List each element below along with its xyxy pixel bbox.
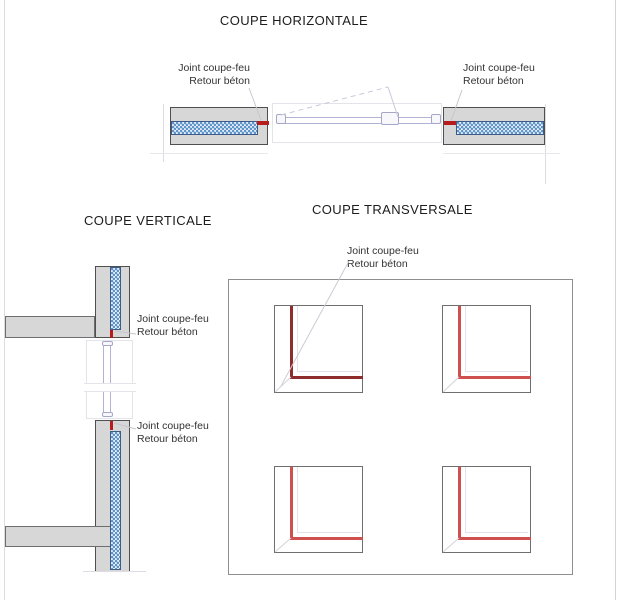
window-bay-top-right bbox=[442, 305, 531, 393]
construction-line bbox=[163, 104, 164, 162]
insulation-upper bbox=[110, 267, 121, 330]
annotation-vertical-upper: Joint coupe-feu Retour béton bbox=[137, 313, 209, 338]
fire-joint-vertical bbox=[458, 306, 461, 378]
fire-joint-horizontal bbox=[290, 537, 363, 540]
window-frame-plan bbox=[279, 117, 436, 124]
annotation-line: Joint coupe-feu bbox=[347, 245, 419, 257]
transversal-section-title: COUPE TRANSVERSALE bbox=[312, 202, 473, 217]
offset-line bbox=[465, 306, 466, 372]
offset-line bbox=[297, 532, 360, 533]
offset-line bbox=[297, 467, 298, 533]
window-bay-top-left bbox=[274, 305, 363, 393]
window-hinge-right bbox=[431, 114, 441, 124]
annotation-horizontal-left: Joint coupe-feu Retour béton bbox=[152, 62, 250, 87]
construction-line bbox=[443, 153, 560, 154]
offset-line bbox=[297, 371, 360, 372]
insulation-left bbox=[171, 121, 258, 135]
annotation-line: Retour béton bbox=[347, 257, 408, 270]
annotation-line: Retour béton bbox=[137, 325, 198, 338]
annotation-line: Joint coupe-feu bbox=[137, 420, 209, 432]
fire-joint-horizontal bbox=[458, 537, 531, 540]
horizontal-section-title: COUPE HORIZONTALE bbox=[219, 13, 369, 28]
annotation-line: Joint coupe-feu bbox=[137, 313, 209, 325]
offset-line bbox=[297, 306, 298, 372]
window-bay-bottom-right bbox=[442, 466, 531, 553]
offset-line bbox=[465, 371, 528, 372]
fire-joint-vertical bbox=[290, 306, 293, 378]
page-border-left bbox=[4, 0, 5, 600]
break-line bbox=[84, 383, 136, 392]
page-border-right bbox=[615, 0, 616, 600]
annotation-line: Retour béton bbox=[463, 74, 524, 87]
fire-joint-vertical bbox=[290, 467, 293, 539]
fire-joint-horizontal bbox=[290, 376, 363, 379]
annotation-horizontal-right: Joint coupe-feu Retour béton bbox=[463, 62, 535, 87]
vertical-section-title: COUPE VERTICALE bbox=[84, 213, 212, 228]
insulation-lower bbox=[110, 431, 121, 570]
fire-joint-upper bbox=[110, 330, 113, 338]
concrete-slab-upper bbox=[5, 316, 95, 338]
annotation-line: Joint coupe-feu bbox=[178, 62, 250, 74]
window-opening-outline bbox=[86, 340, 133, 419]
window-frame-cap-top bbox=[102, 341, 113, 346]
annotation-line: Retour béton bbox=[137, 432, 198, 445]
annotation-line: Joint coupe-feu bbox=[463, 62, 535, 74]
construction-line bbox=[150, 153, 268, 154]
fire-joint-right bbox=[444, 121, 456, 125]
cut-line bbox=[83, 571, 146, 572]
offset-line bbox=[465, 532, 528, 533]
fire-joint-left bbox=[257, 121, 269, 125]
insulation-right bbox=[456, 121, 544, 135]
window-bay-bottom-left bbox=[274, 466, 363, 553]
construction-line bbox=[545, 104, 546, 184]
window-frame-cap-bottom bbox=[102, 412, 113, 417]
window-frame-section bbox=[103, 345, 111, 413]
offset-line bbox=[465, 467, 466, 533]
annotation-transversal: Joint coupe-feu Retour béton bbox=[347, 245, 419, 270]
annotation-vertical-lower: Joint coupe-feu Retour béton bbox=[137, 420, 209, 445]
annotation-line: Retour béton bbox=[189, 74, 250, 87]
fire-joint-vertical bbox=[458, 467, 461, 539]
fire-joint-horizontal bbox=[458, 376, 531, 379]
fire-joint-lower bbox=[110, 421, 113, 430]
